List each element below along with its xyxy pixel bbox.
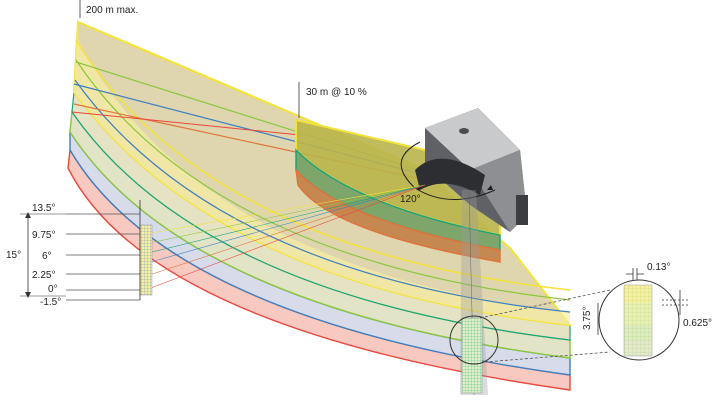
layer-angle-label: 6° [42, 251, 52, 262]
rim-line-blue [74, 79, 571, 313]
fov-label: 120° [400, 194, 421, 205]
layer-angle-label: 9.75° [32, 230, 55, 241]
detail-circle-small [449, 315, 499, 365]
beam-grid-left [139, 224, 153, 296]
layer-angle-label: 13.5° [32, 203, 55, 214]
layer-angle-label: 2.25° [32, 270, 55, 281]
detail-span-label: 3.75° [582, 307, 593, 330]
vertical-fov-label: 15° [6, 250, 21, 261]
range-10pct-label: 30 m @ 10 % [306, 87, 367, 98]
edge-red [71, 111, 301, 136]
range-max-label: 200 m max. [86, 5, 138, 16]
beam-grid-front [461, 317, 483, 394]
fov-arrowhead-left [416, 186, 422, 191]
outer-rim-band [74, 22, 570, 325]
lidar-sensor [415, 108, 528, 232]
layer-angle-label: 0° [48, 284, 58, 295]
detail-magnifier [598, 279, 680, 361]
beam-bundle-left [139, 184, 426, 293]
zoom-line-top [479, 289, 611, 319]
horizontal-resolution-label: 0.13° [647, 262, 670, 273]
zoom-line-bottom [484, 351, 611, 363]
vertical-angle-scale [20, 200, 141, 301]
fov-arrowhead-right [487, 185, 493, 190]
layer-spacing-label: 0.625° [683, 318, 712, 329]
layer-angle-label: -1.5° [40, 297, 61, 308]
rim-line-green [75, 59, 571, 301]
